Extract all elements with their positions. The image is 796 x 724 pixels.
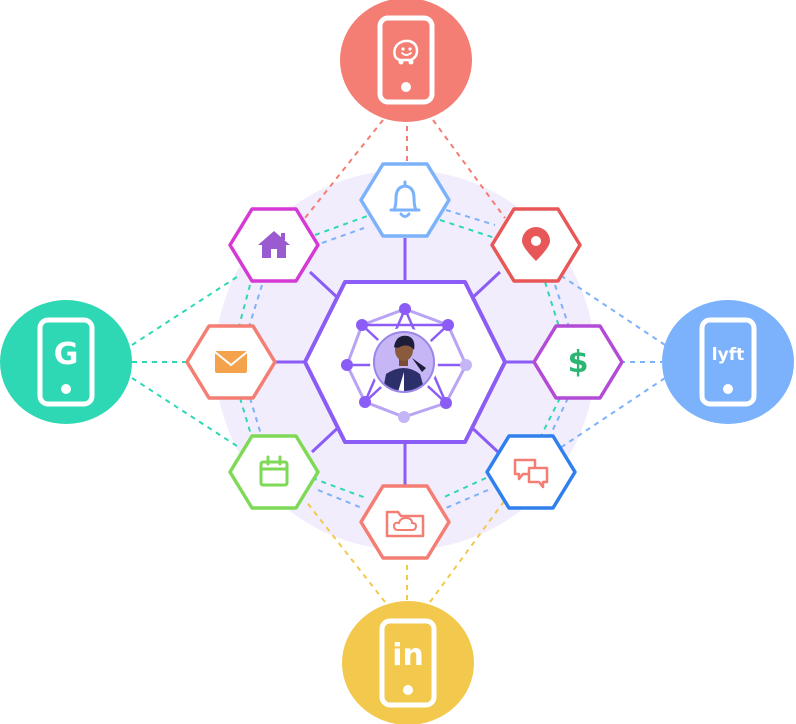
phone-home-button (403, 685, 413, 695)
home-icon (258, 231, 290, 258)
phone-home-button (723, 384, 733, 394)
phone-icon (377, 15, 435, 105)
cloud-folder-icon (385, 510, 425, 538)
chat-icon (513, 458, 549, 489)
hexagon-frame (532, 324, 624, 400)
mail-icon (214, 351, 248, 373)
device-circle (342, 601, 474, 724)
app-node-home (228, 207, 320, 283)
hexagon-frame (359, 162, 451, 238)
connector-right (247, 209, 666, 509)
linkedin-logo-text: in (392, 638, 424, 673)
app-node-bell (359, 162, 451, 238)
connector-left (131, 214, 561, 499)
app-nodes: $ (185, 162, 624, 560)
lyft-logo-text: lyft (712, 345, 744, 365)
lyft-icon: lyft (712, 345, 744, 365)
phone-icon (37, 317, 95, 407)
device-top (340, 0, 472, 122)
google-icon: G (54, 337, 79, 372)
device-bottom: in (342, 601, 474, 724)
app-node-location (490, 207, 582, 283)
app-node-chat (485, 434, 577, 510)
device-circle (0, 300, 132, 424)
app-node-cloud-folder (359, 484, 451, 560)
phone-icon (699, 317, 757, 407)
connector-bottom (304, 499, 506, 603)
app-node-dollar: $ (532, 324, 624, 400)
google-logo-text: G (54, 337, 79, 372)
app-node-mail (185, 324, 277, 400)
connector-top (304, 119, 506, 219)
phone-home-button (61, 384, 71, 394)
device-left: G (0, 300, 132, 424)
waze-icon (393, 39, 419, 65)
phone-icon (379, 618, 437, 708)
device-connectors (131, 119, 666, 603)
person-avatar (370, 328, 438, 396)
calendar-icon (259, 455, 289, 487)
svg-text:$: $ (568, 345, 589, 380)
device-circle (662, 300, 794, 424)
phone-home-button (401, 82, 411, 92)
dollar-icon: $ (568, 345, 589, 380)
hexagon-frame (359, 484, 451, 560)
location-pin-icon (522, 227, 550, 261)
bell-icon (389, 180, 421, 218)
hexagon-frame (228, 434, 320, 510)
linkedin-icon: in (392, 638, 424, 673)
user-network-icon (341, 303, 472, 423)
device-right: lyft (662, 300, 794, 424)
center-hub (303, 280, 507, 444)
app-node-calendar (228, 434, 320, 510)
